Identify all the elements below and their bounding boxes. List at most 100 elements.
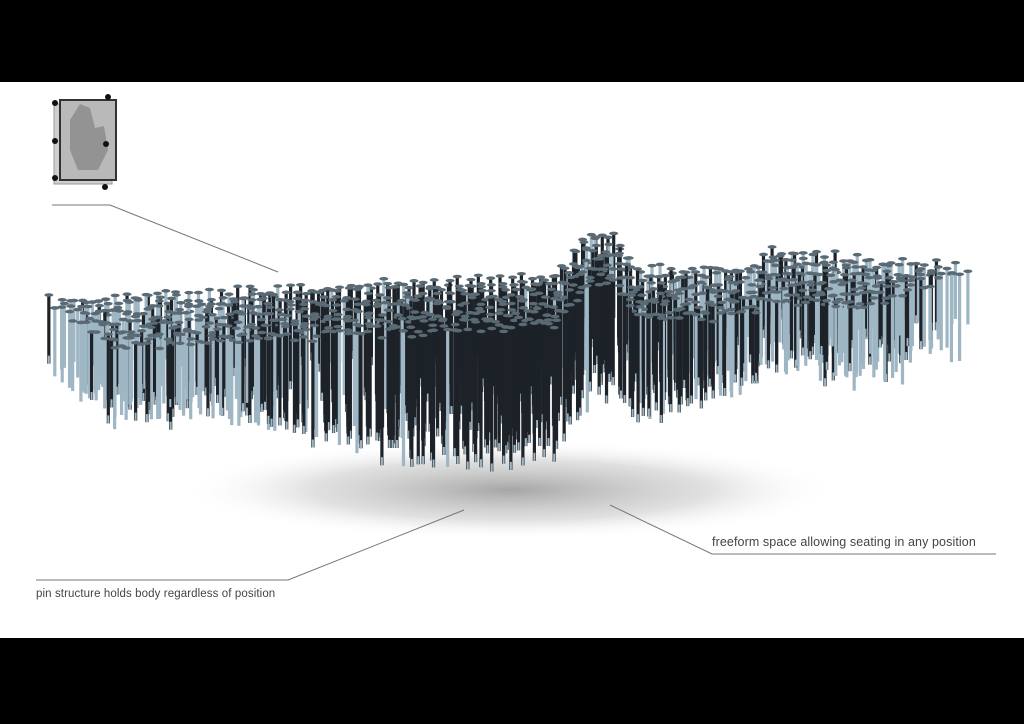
callout-line-inset <box>52 204 279 273</box>
pin-head <box>795 271 805 276</box>
pin-head <box>282 332 292 336</box>
pin-head <box>498 281 508 286</box>
pin-head <box>604 242 614 247</box>
pin-head <box>881 296 891 301</box>
pin-head <box>90 311 100 316</box>
pin-head <box>246 306 256 311</box>
pin-head <box>673 308 683 312</box>
pin-head <box>300 298 310 303</box>
pin-head <box>485 295 495 299</box>
pin-head <box>741 275 751 280</box>
pin-head <box>163 337 173 342</box>
pin-head <box>363 283 373 287</box>
pin-head <box>398 329 408 333</box>
pin-head <box>174 320 184 325</box>
pin-head <box>801 300 811 305</box>
callout-line-left <box>36 509 465 581</box>
pin-head <box>471 292 481 296</box>
pin-head <box>882 269 892 274</box>
pin-head <box>507 308 517 312</box>
pin-head <box>317 303 327 307</box>
pin-head <box>802 295 812 299</box>
pin-head <box>114 301 124 306</box>
pin-head <box>168 326 178 330</box>
pin-head <box>108 308 118 312</box>
pin-head <box>66 304 76 308</box>
pin-head <box>483 319 493 323</box>
pin-head <box>950 260 960 265</box>
pin-head <box>69 298 79 303</box>
pin-head <box>103 301 113 306</box>
pin-head <box>486 288 496 293</box>
pin-head <box>544 281 554 286</box>
pin-head <box>667 279 677 284</box>
pin-head <box>454 284 464 289</box>
pin-head <box>691 300 701 304</box>
pin-head <box>511 287 521 292</box>
pin-head <box>494 311 504 316</box>
pin-head <box>218 296 228 300</box>
pin-head <box>716 311 726 315</box>
pin-head <box>94 299 104 303</box>
pin-head <box>77 304 87 309</box>
pin-head <box>508 275 518 280</box>
pin-head <box>614 261 624 266</box>
pin-head <box>363 329 373 334</box>
pin-head <box>153 333 163 338</box>
pin-head <box>274 308 284 312</box>
pin-head <box>138 311 148 316</box>
pin-head <box>247 292 257 296</box>
pin-head <box>786 283 796 288</box>
pin-head <box>365 324 375 329</box>
pin-head <box>526 288 536 292</box>
pin-head <box>963 269 973 274</box>
pin-head <box>767 289 777 294</box>
pin-head <box>871 284 881 288</box>
pin-head <box>550 314 560 319</box>
pin-head <box>445 278 455 283</box>
pin-head <box>585 279 595 283</box>
pin-head <box>222 335 232 340</box>
pin-head <box>409 279 419 283</box>
pin-head <box>602 253 612 258</box>
pin-head <box>213 327 223 331</box>
letterbox-top <box>0 0 1024 82</box>
pin-head <box>393 313 403 317</box>
pin-head <box>775 254 785 258</box>
pin-head <box>637 293 647 297</box>
pin-head <box>403 294 413 299</box>
pin-head <box>735 280 745 284</box>
pin-head <box>891 284 901 288</box>
pin-head <box>444 291 454 295</box>
pin-head <box>194 318 204 322</box>
pin-head <box>893 273 903 277</box>
pin-head <box>257 317 267 322</box>
pin-head <box>161 289 171 293</box>
pin-head <box>931 258 941 262</box>
pin-head <box>146 325 156 330</box>
pin-head <box>664 289 674 294</box>
pin-head <box>905 278 915 283</box>
pin-head <box>947 271 957 275</box>
pin-head <box>281 290 291 295</box>
pin-head <box>452 274 462 279</box>
pin-head <box>372 324 382 328</box>
pin-head <box>882 284 892 289</box>
pin-head <box>227 338 237 342</box>
pin-head <box>741 306 751 310</box>
pin-head <box>852 252 862 257</box>
pin-head <box>633 312 643 317</box>
pin-head <box>229 297 239 301</box>
pin-head <box>626 265 636 269</box>
pin-head <box>85 316 95 321</box>
pin-head <box>331 294 341 299</box>
pin-head <box>665 293 675 298</box>
pin-head <box>556 297 566 302</box>
pin-head <box>269 318 279 323</box>
pin-head <box>253 304 263 309</box>
pin-head <box>684 297 694 302</box>
pin-head <box>192 304 202 309</box>
pin-head <box>130 314 140 319</box>
pin-head <box>247 298 257 302</box>
pin-head <box>919 263 929 267</box>
